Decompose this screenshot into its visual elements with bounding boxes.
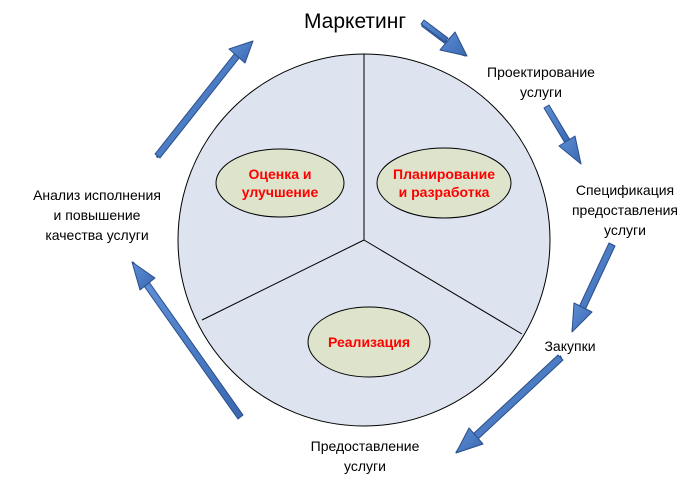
planning-sector-label: Планирование и разработка xyxy=(393,166,495,200)
arrowhead-analysis xyxy=(131,261,156,291)
procurement-label: Закупки xyxy=(544,338,596,354)
arrowhead-procurement xyxy=(571,302,593,333)
arrowhead-design xyxy=(439,31,468,57)
delivery-label: Предоставление услуги xyxy=(310,438,420,474)
arrowhead-marketing xyxy=(228,40,254,64)
sector-divider-left xyxy=(201,239,365,321)
design-label: Проектирование услуги xyxy=(487,64,595,100)
arrowhead-delivery xyxy=(455,427,484,454)
implementation-oval xyxy=(307,306,431,378)
sector-divider-right xyxy=(363,239,523,335)
arrow-shaft-marketing-design xyxy=(420,19,449,43)
planning-oval xyxy=(376,147,512,219)
arrowhead-specification xyxy=(558,135,582,165)
implementation-sector-label: Реализация xyxy=(327,334,410,350)
arrow-shaft-design-specification xyxy=(543,104,571,144)
evaluation-oval xyxy=(215,148,345,218)
marketing-label: Маркетинг xyxy=(303,10,407,33)
specification-label: Спецификация предоставления услуги xyxy=(571,182,679,238)
arrow-shaft-specification-procurement xyxy=(578,242,616,311)
analysis-label: Анализ исполнения и повышение качества у… xyxy=(33,187,161,243)
evaluation-sector-label: Оценка и улучшение xyxy=(241,166,319,200)
